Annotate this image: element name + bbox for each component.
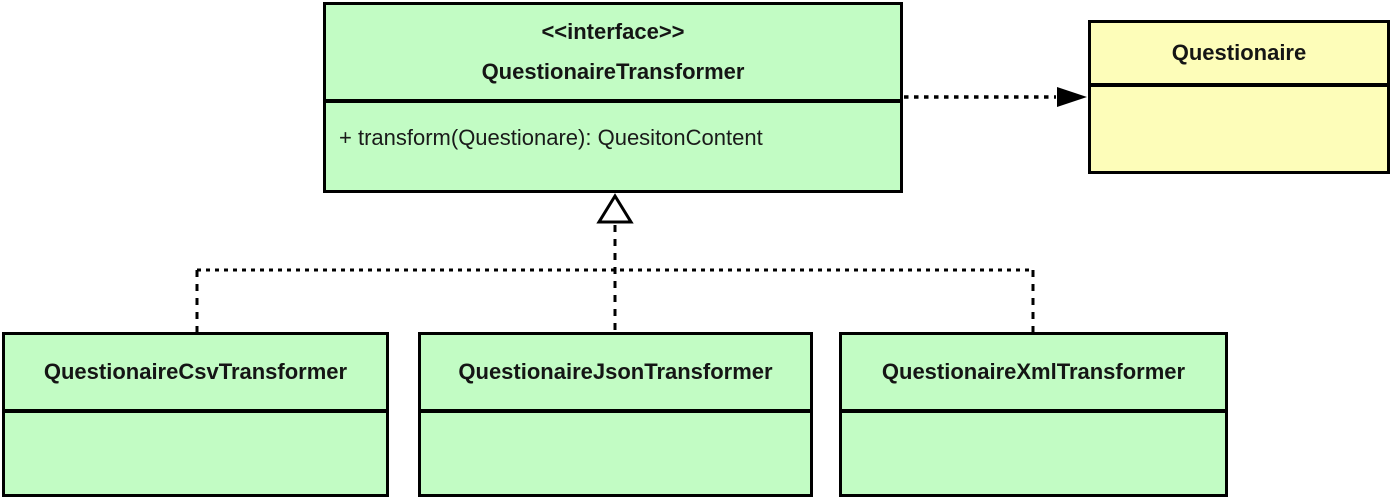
realization-connector: [195, 193, 1035, 332]
class-title-compartment: QuestionaireXmlTransformer: [842, 335, 1225, 413]
class-box-questionaire-transformer: <<interface>> QuestionaireTransformer + …: [323, 2, 903, 193]
class-title-compartment: <<interface>> QuestionaireTransformer: [326, 5, 900, 103]
realization-hollow-triangle-icon: [596, 193, 634, 224]
class-empty-compartment: [421, 413, 810, 494]
class-title-compartment: QuestionaireCsvTransformer: [5, 335, 386, 413]
class-name-label: QuestionaireCsvTransformer: [43, 359, 348, 384]
class-name-label: Questionaire: [1171, 40, 1307, 65]
interface-name-label: QuestionaireTransformer: [481, 59, 745, 84]
class-box-questionaire-json-transformer: QuestionaireJsonTransformer: [418, 332, 813, 497]
class-box-questionaire-xml-transformer: QuestionaireXmlTransformer: [839, 332, 1228, 497]
dependency-arrow-transformer-to-questionaire: [904, 87, 1087, 107]
class-name-label: QuestionaireXmlTransformer: [881, 359, 1186, 384]
method-label: + transform(Questionare): QuesitonConten…: [339, 125, 763, 150]
class-box-questionaire: Questionaire: [1088, 20, 1390, 174]
class-empty-compartment: [5, 413, 386, 494]
class-box-questionaire-csv-transformer: QuestionaireCsvTransformer: [2, 332, 389, 497]
class-empty-compartment: [1091, 87, 1387, 171]
class-title-compartment: QuestionaireJsonTransformer: [421, 335, 810, 413]
class-title-compartment: Questionaire: [1091, 23, 1387, 87]
interface-stereotype-label: <<interface>>: [541, 19, 685, 44]
class-methods-compartment: + transform(Questionare): QuesitonConten…: [326, 103, 900, 190]
class-name-label: QuestionaireJsonTransformer: [458, 359, 773, 384]
dependency-filled-arrowhead-icon: [1057, 87, 1087, 107]
class-empty-compartment: [842, 413, 1225, 494]
